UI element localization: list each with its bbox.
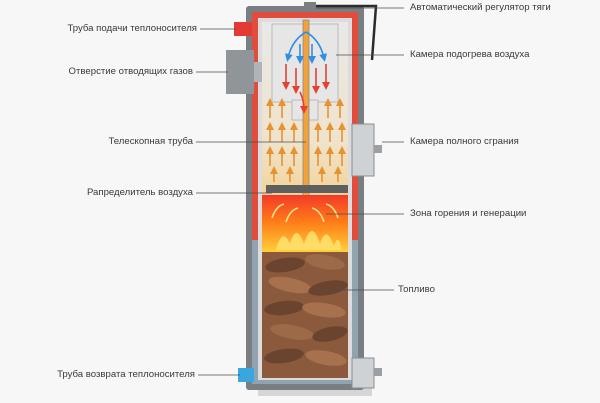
supply-pipe bbox=[234, 22, 252, 36]
cold-air-arrows bbox=[284, 31, 328, 64]
label-telescopic-pipe: Телескопная труба bbox=[108, 136, 193, 147]
air-distributor-plate bbox=[266, 185, 348, 193]
combustion-door-handle bbox=[374, 145, 382, 153]
label-full-combustion-chamber: Камера полного сграния bbox=[410, 136, 519, 147]
fuel-wood bbox=[262, 252, 348, 378]
draft-regulator-arm bbox=[316, 4, 378, 61]
lower-door-handle bbox=[374, 368, 382, 376]
label-combustion-zone: Зона горения и генерации bbox=[410, 208, 527, 219]
combustion-door bbox=[351, 123, 375, 177]
label-exhaust-opening: Отверстие отводящих газов bbox=[68, 66, 193, 77]
return-pipe bbox=[238, 368, 254, 382]
exhaust-opening bbox=[226, 50, 254, 94]
label-air-distributor: Рапределитель воздуха bbox=[86, 187, 193, 198]
hot-air-arrows bbox=[282, 64, 330, 114]
leader-lines bbox=[196, 7, 404, 376]
label-draft-regulator: Автоматический регулятор тяги bbox=[410, 2, 551, 13]
flames bbox=[276, 231, 342, 250]
label-air-heating-chamber: Камера подогрева воздуха bbox=[410, 49, 530, 60]
exhaust-port bbox=[254, 62, 262, 82]
label-fuel: Топливо bbox=[398, 284, 435, 295]
draft-regulator bbox=[304, 2, 316, 10]
lower-door bbox=[351, 357, 375, 389]
telescopic-pipe bbox=[302, 19, 310, 207]
label-supply-pipe: Труба подачи теплоносителя bbox=[67, 23, 197, 34]
boiler-base bbox=[258, 386, 372, 396]
flue-gas-arrows bbox=[266, 98, 346, 182]
label-return-pipe: Труба возврата теплоносителя bbox=[57, 369, 195, 380]
combustion-arrows bbox=[271, 203, 339, 223]
